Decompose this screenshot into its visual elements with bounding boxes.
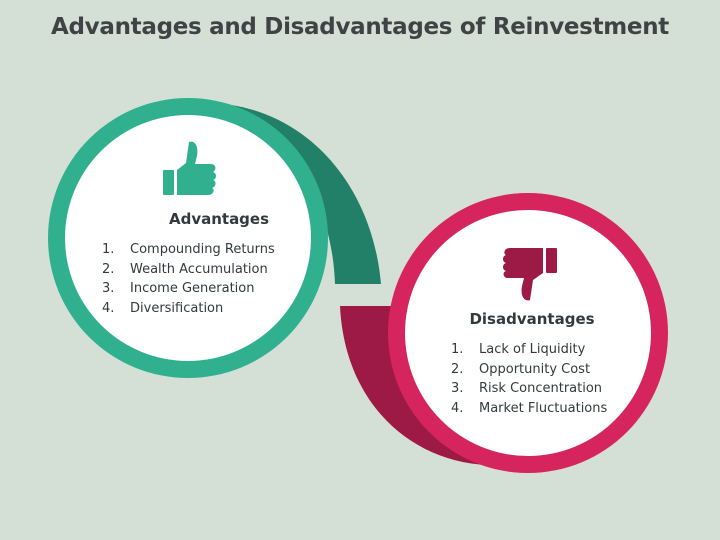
disadvantage-card (405, 210, 651, 456)
advantage-card (65, 115, 311, 361)
list-item: 2.Opportunity Cost (451, 361, 591, 377)
disadvantages-panel: Disadvantages 1.Lack of Liquidity 2.Oppo… (451, 310, 691, 418)
thumbs-up-icon (163, 141, 216, 195)
advantage-swoosh (205, 103, 381, 284)
list-item: 4.Diversification (102, 300, 224, 316)
list-item: 4.Market Fluctuations (451, 400, 608, 416)
list-item: 1.Lack of Liquidity (451, 342, 586, 357)
disadvantages-list: 1.Lack of Liquidity 2.Opportunity Cost 3… (451, 340, 691, 418)
list-item: 2.Wealth Accumulation (102, 261, 268, 277)
thumbs-down-icon (503, 248, 557, 301)
slide-title: Advantages and Disadvantages of Reinvest… (51, 14, 669, 40)
list-item: 1.Compounding Returns (102, 242, 275, 257)
disadvantages-heading: Disadvantages (469, 310, 595, 328)
list-item: 3.Income Generation (102, 281, 255, 296)
list-item: 3.Risk Concentration (451, 381, 603, 396)
advantages-heading: Advantages (168, 210, 270, 228)
advantages-list: 1.Compounding Returns 2.Wealth Accumulat… (102, 240, 342, 318)
advantages-panel: Advantages 1.Compounding Returns 2.Wealt… (102, 210, 342, 318)
disadvantage-swoosh (340, 306, 505, 466)
